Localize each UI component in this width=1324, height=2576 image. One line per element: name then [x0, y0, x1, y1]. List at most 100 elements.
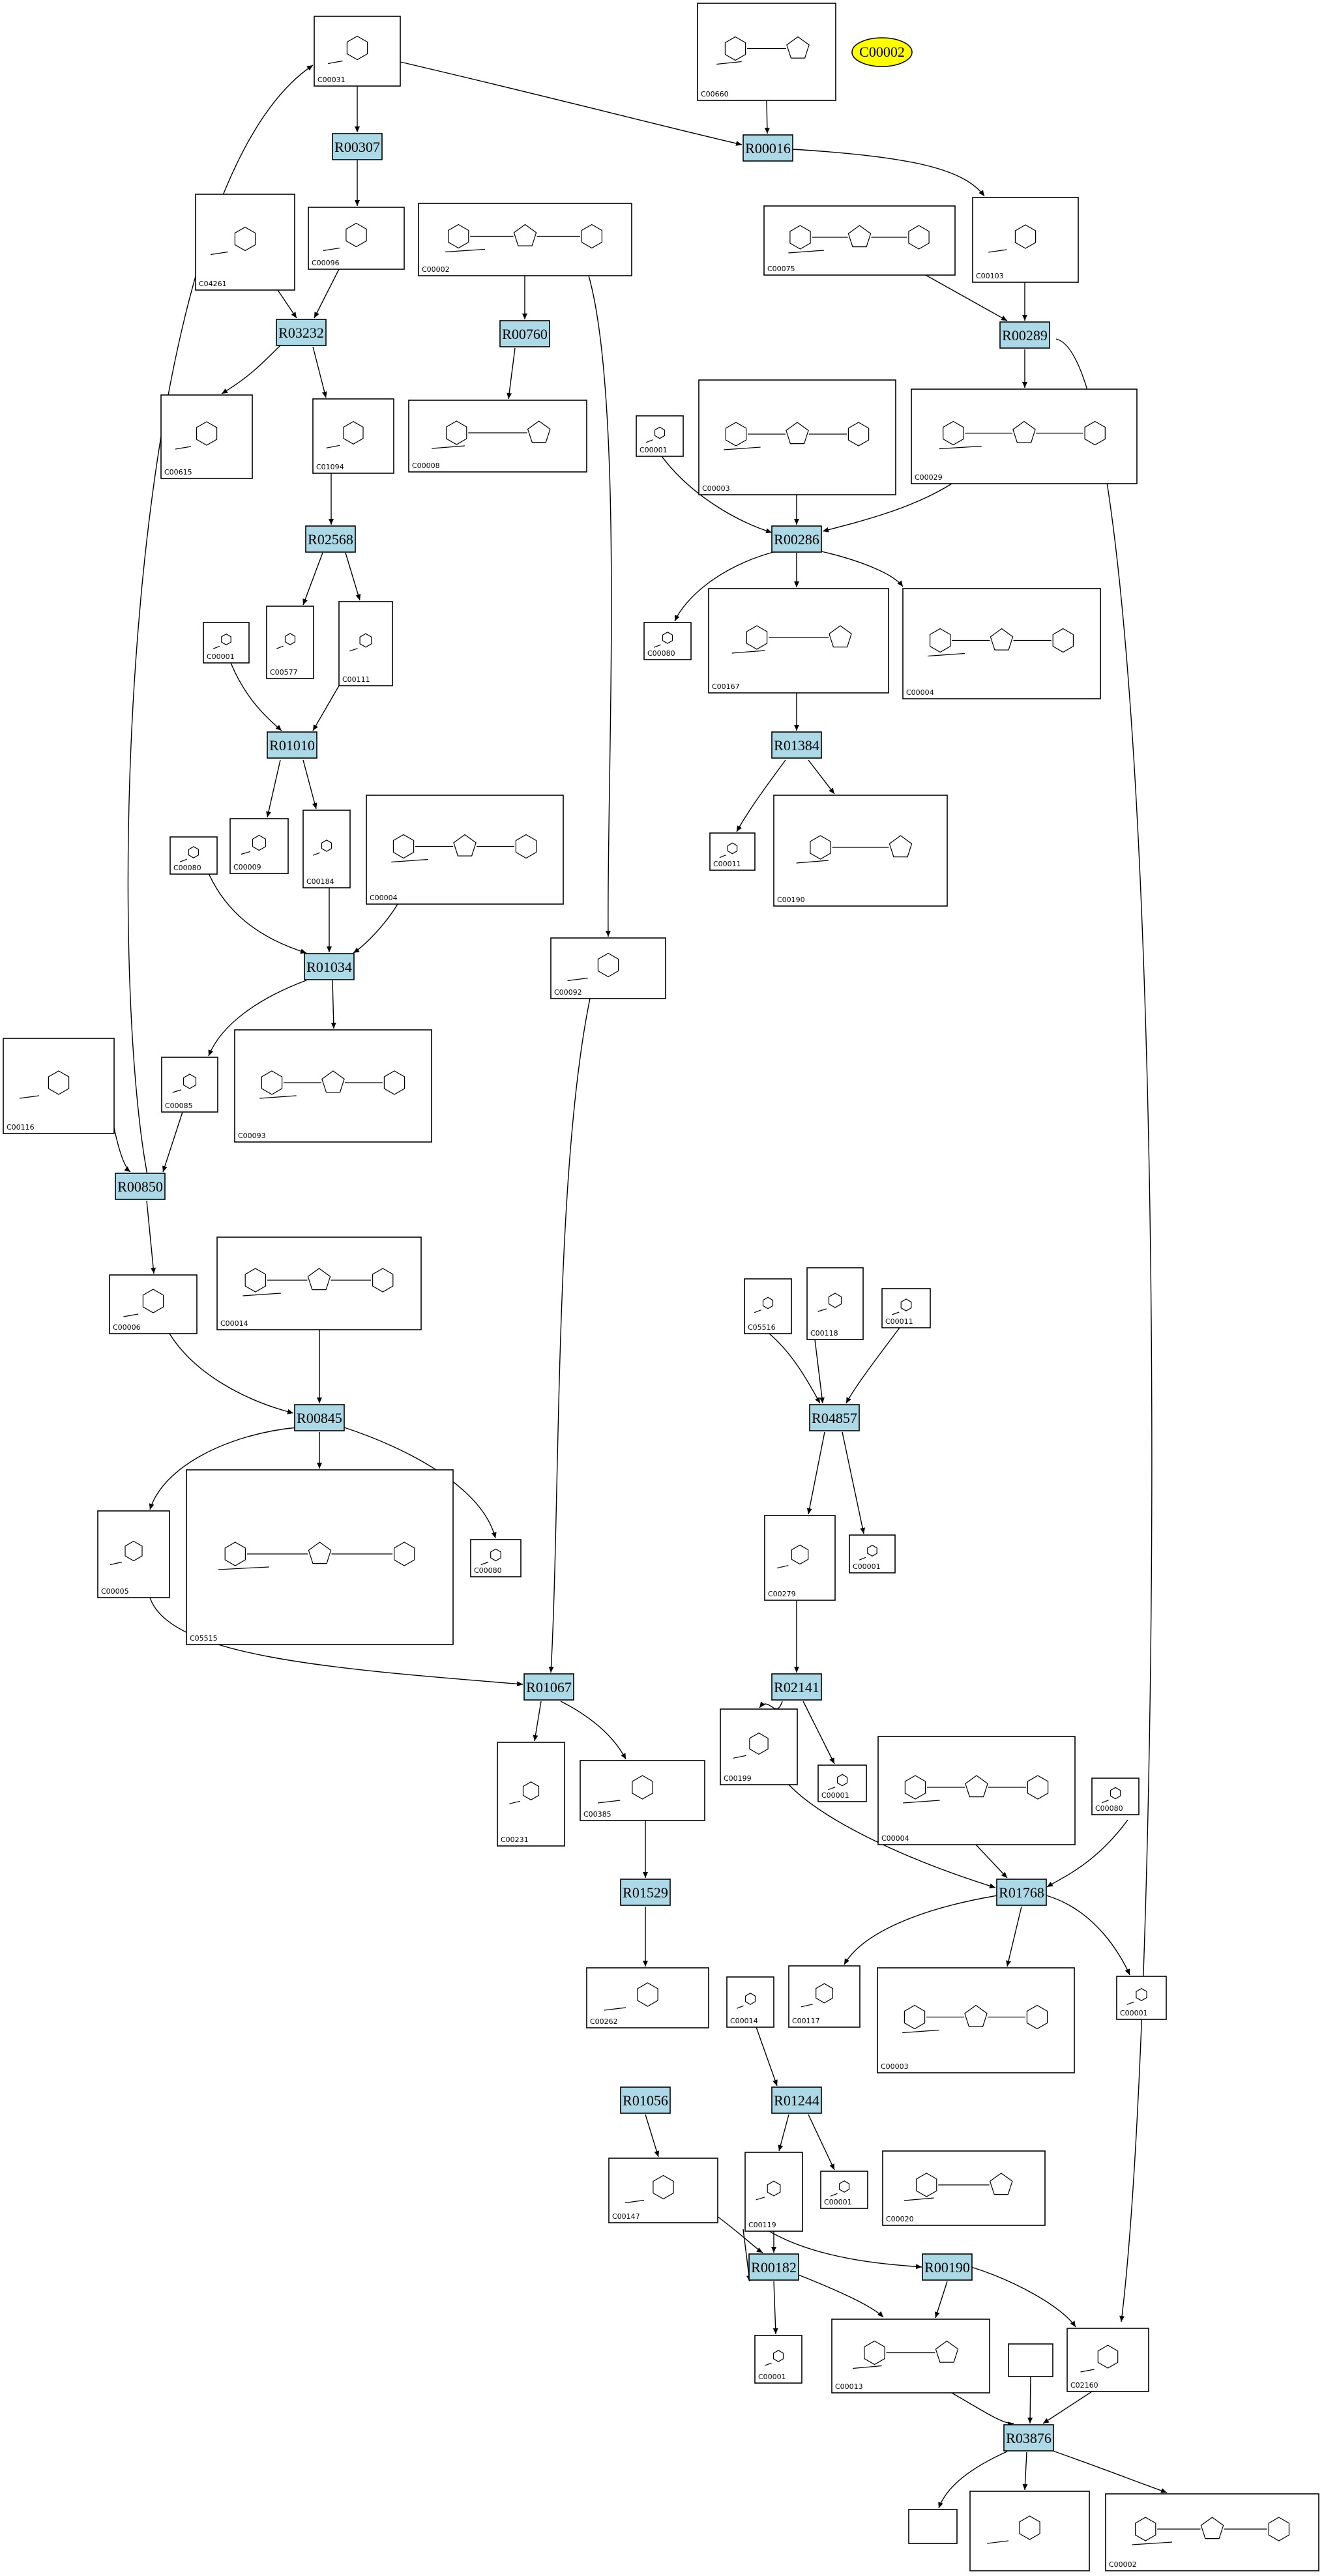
reaction-box[interactable] — [996, 1879, 1047, 1906]
compound-box[interactable] — [726, 1976, 774, 2028]
reaction-box[interactable] — [304, 953, 355, 980]
compound-node[interactable]: C00014 — [726, 1976, 774, 2028]
compound-node[interactable]: C00004 — [877, 1736, 1076, 1845]
compound-box[interactable] — [169, 836, 218, 875]
compound-box[interactable] — [1091, 1778, 1140, 1815]
reaction-box[interactable] — [1003, 2424, 1054, 2452]
compound-node[interactable] — [908, 2509, 958, 2544]
compound-node[interactable]: C02160 — [1067, 2328, 1149, 2392]
compound-node[interactable]: C00385 — [580, 1760, 705, 1821]
compound-box[interactable] — [636, 415, 684, 457]
compound-box[interactable] — [697, 3, 836, 101]
compound-box[interactable] — [1105, 2493, 1319, 2571]
compound-node[interactable]: C00184 — [302, 810, 351, 888]
compound-node[interactable]: C00080 — [470, 1539, 522, 1577]
reaction-box[interactable] — [743, 134, 793, 162]
compound-node[interactable]: C05516 — [744, 1278, 792, 1334]
reaction-box[interactable] — [294, 1404, 345, 1431]
reaction-node[interactable]: R00289 — [999, 321, 1050, 349]
compound-node[interactable]: C00014 — [216, 1237, 422, 1330]
compound-node[interactable]: C00008 — [408, 400, 587, 473]
reaction-node[interactable]: R00760 — [499, 320, 550, 347]
compound-box[interactable] — [806, 1267, 864, 1340]
compound-box[interactable] — [849, 1534, 896, 1573]
compound-box[interactable] — [312, 398, 394, 474]
reaction-box[interactable] — [809, 1404, 860, 1431]
compound-node[interactable]: C00118 — [806, 1267, 864, 1340]
compound-box[interactable] — [338, 601, 393, 686]
compound-node[interactable]: C00147 — [608, 2158, 718, 2223]
compound-node[interactable]: C00001 — [754, 2335, 802, 2384]
compound-box[interactable] — [234, 1029, 432, 1143]
reaction-node[interactable]: R01244 — [771, 2086, 822, 2114]
compound-box[interactable] — [580, 1760, 705, 1821]
reaction-node[interactable]: R00850 — [115, 1173, 166, 1200]
compound-node[interactable]: C00006 — [109, 1274, 198, 1334]
compound-node[interactable]: C00085 — [161, 1057, 218, 1113]
compound-node[interactable]: C00080 — [169, 836, 218, 875]
reaction-node[interactable]: R00182 — [748, 2253, 799, 2281]
reaction-node[interactable]: R01067 — [523, 1673, 574, 1701]
compound-box[interactable] — [773, 795, 948, 907]
compound-node[interactable]: C00031 — [314, 16, 401, 87]
compound-node[interactable]: C00262 — [586, 1967, 709, 2028]
compound-box[interactable] — [1008, 2343, 1053, 2377]
compound-box[interactable] — [643, 622, 692, 660]
compound-node[interactable]: C00117 — [788, 1965, 861, 2028]
compound-box[interactable] — [881, 1288, 931, 1328]
compound-node[interactable]: C00615 — [160, 394, 253, 479]
compound-box[interactable] — [3, 1038, 115, 1134]
compound-box[interactable] — [186, 1469, 454, 1645]
compound-box[interactable] — [763, 205, 956, 276]
reaction-box[interactable] — [276, 319, 327, 346]
highlight-ellipse[interactable] — [851, 37, 913, 67]
reaction-node[interactable]: R01384 — [771, 731, 822, 759]
compound-node[interactable]: C00003 — [698, 379, 896, 495]
reaction-node[interactable]: R00307 — [332, 133, 383, 160]
compound-box[interactable] — [109, 1274, 198, 1334]
compound-node[interactable]: C00001 — [1116, 1976, 1167, 2020]
compound-box[interactable] — [497, 1742, 565, 1847]
compound-node[interactable]: C01094 — [312, 398, 394, 474]
compound-node[interactable]: C00002 — [418, 203, 632, 276]
reaction-node[interactable]: R00016 — [743, 134, 793, 162]
compound-box[interactable] — [195, 194, 295, 291]
compound-box[interactable] — [911, 388, 1138, 484]
compound-node[interactable]: C00199 — [720, 1708, 798, 1785]
compound-box[interactable] — [744, 1278, 792, 1334]
compound-box[interactable] — [817, 1764, 867, 1802]
compound-box[interactable] — [902, 588, 1101, 699]
compound-node[interactable]: C00002 — [1105, 2493, 1319, 2571]
compound-node[interactable]: C00116 — [3, 1038, 115, 1134]
compound-box[interactable] — [744, 2152, 803, 2232]
compound-box[interactable] — [908, 2509, 958, 2544]
compound-node[interactable]: C00080 — [1091, 1778, 1140, 1815]
compound-node[interactable]: C00093 — [234, 1029, 432, 1143]
compound-node[interactable]: C00660 — [697, 3, 836, 101]
reaction-node[interactable]: R03232 — [276, 319, 327, 346]
reaction-node[interactable]: R00286 — [771, 525, 822, 553]
compound-box[interactable] — [708, 588, 889, 694]
compound-node[interactable]: C00001 — [820, 2171, 868, 2209]
reaction-node[interactable]: R01529 — [620, 1879, 671, 1906]
reaction-box[interactable] — [748, 2253, 799, 2281]
compound-node[interactable]: C00009 — [229, 818, 289, 874]
compound-node[interactable]: C00001 — [636, 415, 684, 457]
compound-node[interactable] — [1008, 2343, 1053, 2377]
compound-node[interactable]: C00119 — [744, 2152, 803, 2232]
reaction-box[interactable] — [620, 1879, 671, 1906]
compound-box[interactable] — [1116, 1976, 1167, 2020]
compound-node[interactable]: C00092 — [550, 937, 666, 999]
compound-box[interactable] — [266, 606, 314, 679]
reaction-box[interactable] — [332, 133, 383, 160]
highlight-node[interactable]: C00002 — [851, 37, 913, 67]
compound-node[interactable]: C00020 — [882, 2150, 1046, 2226]
reaction-box[interactable] — [771, 525, 822, 553]
compound-node[interactable]: C00167 — [708, 588, 889, 694]
compound-node[interactable]: C00111 — [338, 601, 393, 686]
compound-box[interactable] — [972, 197, 1079, 283]
reaction-box[interactable] — [771, 2086, 822, 2114]
compound-box[interactable] — [586, 1967, 709, 2028]
compound-box[interactable] — [1067, 2328, 1149, 2392]
reaction-node[interactable]: R04857 — [809, 1404, 860, 1431]
